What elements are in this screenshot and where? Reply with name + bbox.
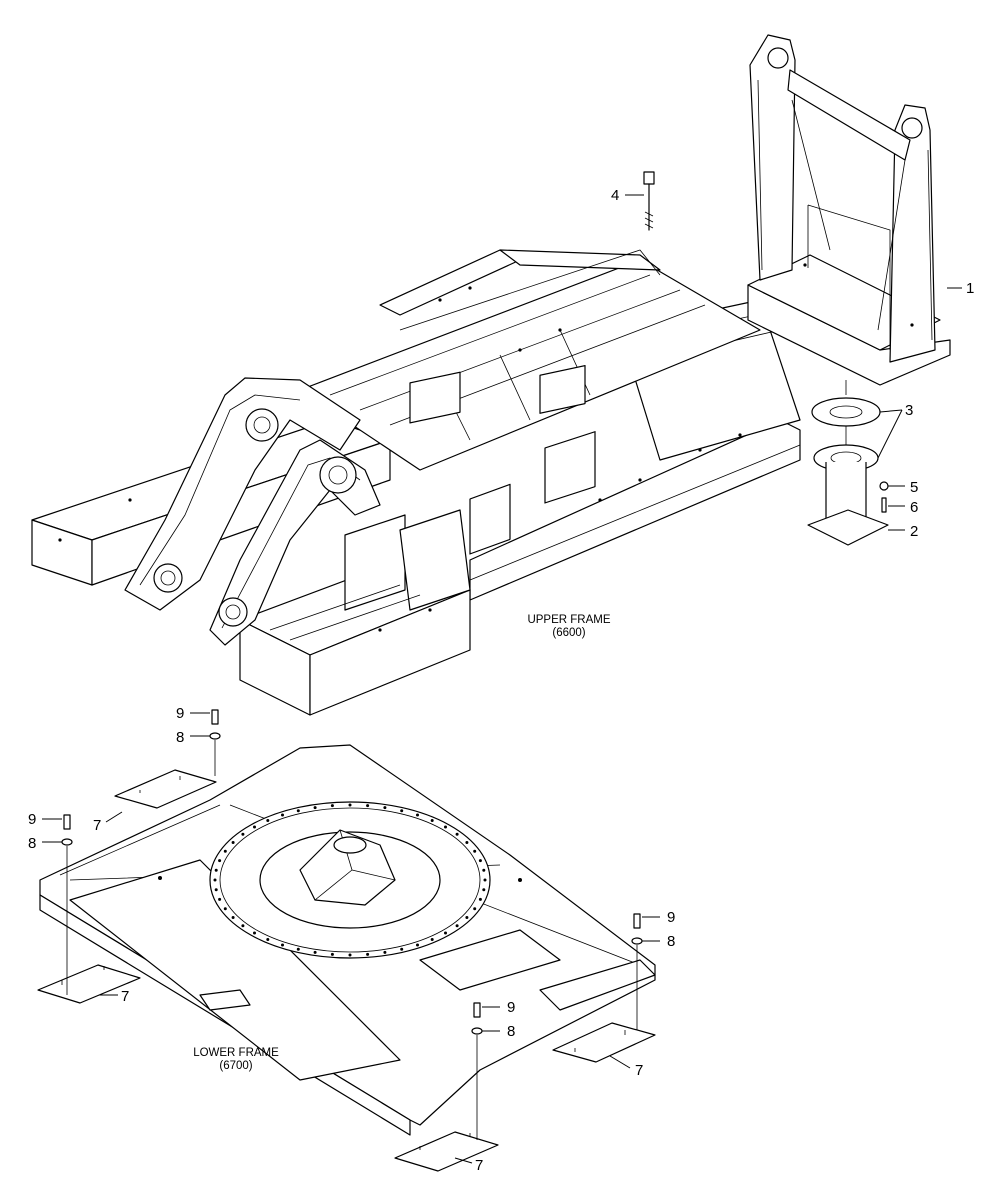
turntable-bolt-hole — [223, 849, 227, 853]
lower-frame-code: (6700) — [219, 1060, 252, 1072]
callout-6: 6 — [910, 499, 918, 516]
turntable-bolt-hole — [383, 950, 387, 954]
turntable-bolt-hole — [444, 825, 447, 829]
turntable-bolt-hole — [444, 931, 447, 935]
turntable-bolt-hole — [400, 947, 404, 951]
callout-7-right: 7 — [635, 1062, 643, 1079]
turntable-bolt-hole — [313, 950, 317, 954]
washers-part-8 — [61, 732, 643, 1035]
turntable-bolt-hole — [416, 943, 419, 947]
support-stand-part-2 — [807, 380, 889, 546]
upper-frame-drawing — [31, 249, 801, 716]
turntable-bolt-hole — [366, 952, 370, 956]
callout-9-left: 9 — [28, 811, 36, 828]
turntable-bolt-hole — [430, 819, 434, 822]
turntable-bolt-hole — [348, 953, 352, 957]
turntable-bolt-hole — [296, 809, 300, 813]
turntable-bolt-hole — [296, 947, 300, 951]
callout-9-bottom: 9 — [507, 999, 515, 1016]
turntable-bolt-hole — [253, 931, 256, 935]
turntable-bolt-hole — [241, 924, 245, 928]
lifting-device-part-1 — [747, 34, 951, 386]
bolts-part-9 — [63, 709, 641, 1140]
callout-7-left: 7 — [121, 988, 129, 1005]
turntable-bolt-hole — [482, 888, 486, 892]
turntable-bolt-hole — [455, 832, 459, 836]
callout-4: 4 — [611, 187, 619, 204]
leader-lines — [42, 194, 962, 1164]
turntable-bolt-hole — [416, 813, 419, 817]
turntable-bolt-hole — [478, 859, 482, 863]
turntable-bolt-hole — [281, 813, 284, 817]
turntable-bolt-hole — [430, 938, 434, 941]
turntable-bolt-hole — [473, 849, 477, 853]
turntable-bolt-hole — [266, 819, 270, 822]
turntable-bolt-hole — [348, 803, 352, 807]
upper-frame-code: (6600) — [552, 627, 585, 639]
turntable-bolt-hole — [473, 907, 477, 911]
turntable-bolt-hole — [218, 897, 222, 901]
lower-frame-drawing — [39, 744, 656, 1136]
callout-5: 5 — [910, 479, 918, 496]
turntable-bolt-hole — [214, 868, 218, 872]
callout-3: 3 — [905, 402, 913, 419]
turntable-bolt-hole — [455, 924, 459, 928]
turntable-bolt-hole — [214, 888, 218, 892]
turntable-bolt-hole — [400, 809, 404, 813]
callout-1: 1 — [966, 280, 974, 297]
turntable-bolt-hole — [465, 841, 469, 844]
shim-plates-part-7 — [37, 769, 656, 1172]
upper-frame-title: UPPER FRAME — [527, 614, 610, 626]
turntable-bolt-hole — [478, 897, 482, 901]
turntable-bolt-hole — [330, 804, 334, 808]
turntable-bolt-hole — [213, 878, 217, 882]
turntable-bolt-hole — [366, 804, 370, 808]
callout-2: 2 — [910, 523, 918, 540]
turntable-bolt-hole — [330, 952, 334, 956]
turntable-bolt-hole — [313, 806, 317, 810]
callout-9-right: 9 — [667, 909, 675, 926]
lower-frame-title: LOWER FRAME — [193, 1047, 279, 1059]
turntable-bolt-hole — [241, 832, 245, 836]
callout-7-bottom: 7 — [475, 1157, 483, 1174]
turntable-bolt-hole — [231, 841, 235, 844]
turntable-bolt-hole — [231, 916, 235, 919]
turntable-bolt-hole — [266, 938, 270, 941]
turntable-bolt-hole — [465, 916, 469, 919]
callout-7-top: 7 — [93, 817, 101, 834]
turntable-bolt-hole — [253, 825, 256, 829]
callout-8-left: 8 — [28, 835, 36, 852]
bolt-part-4 — [643, 171, 655, 231]
turntable-bolt-hole — [281, 943, 284, 947]
turntable-bolt-hole — [482, 868, 486, 872]
turntable-bolt-hole — [383, 806, 387, 810]
turntable-bolt-hole — [218, 859, 222, 863]
callout-9-top: 9 — [176, 705, 184, 722]
callout-8-bottom: 8 — [507, 1023, 515, 1040]
callout-8-right: 8 — [667, 933, 675, 950]
turntable-bolt-hole — [223, 907, 227, 911]
turntable-bolt-hole — [483, 878, 487, 882]
callout-8-top: 8 — [176, 729, 184, 746]
